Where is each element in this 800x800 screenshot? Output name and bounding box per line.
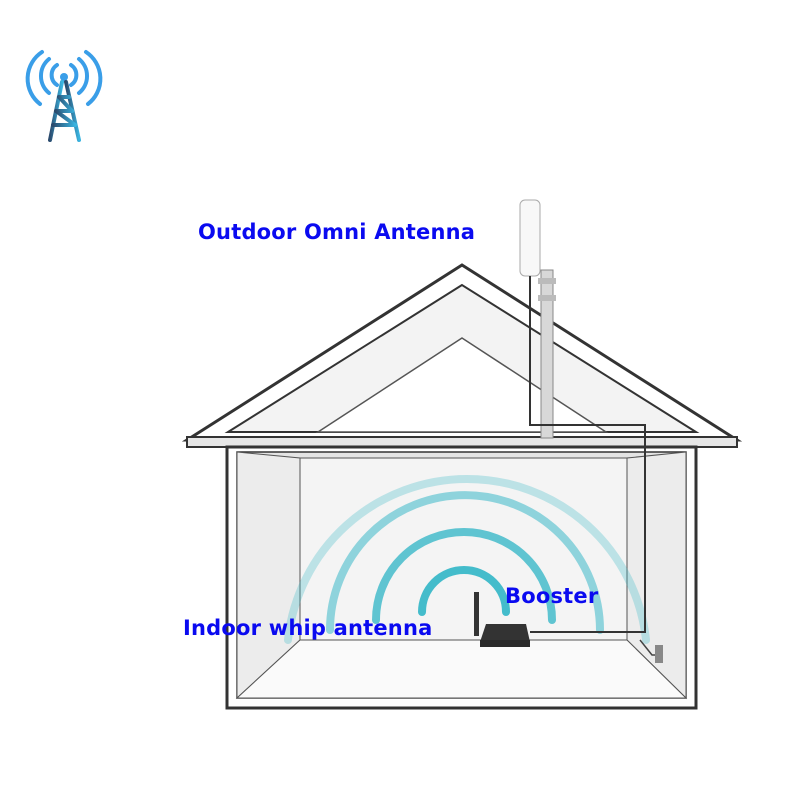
house <box>181 263 743 710</box>
cell-tower-icon <box>25 50 103 142</box>
indoor-antenna-label: Indoor whip antenna <box>183 616 433 640</box>
signal-waves <box>284 474 650 644</box>
wall-mount-bracket <box>655 645 663 663</box>
booster-device <box>474 592 530 647</box>
booster-label: Booster <box>505 584 599 608</box>
outdoor-antenna-label: Outdoor Omni Antenna <box>198 220 476 244</box>
outdoor-omni-antenna <box>519 199 556 439</box>
antenna-cable <box>529 276 646 633</box>
